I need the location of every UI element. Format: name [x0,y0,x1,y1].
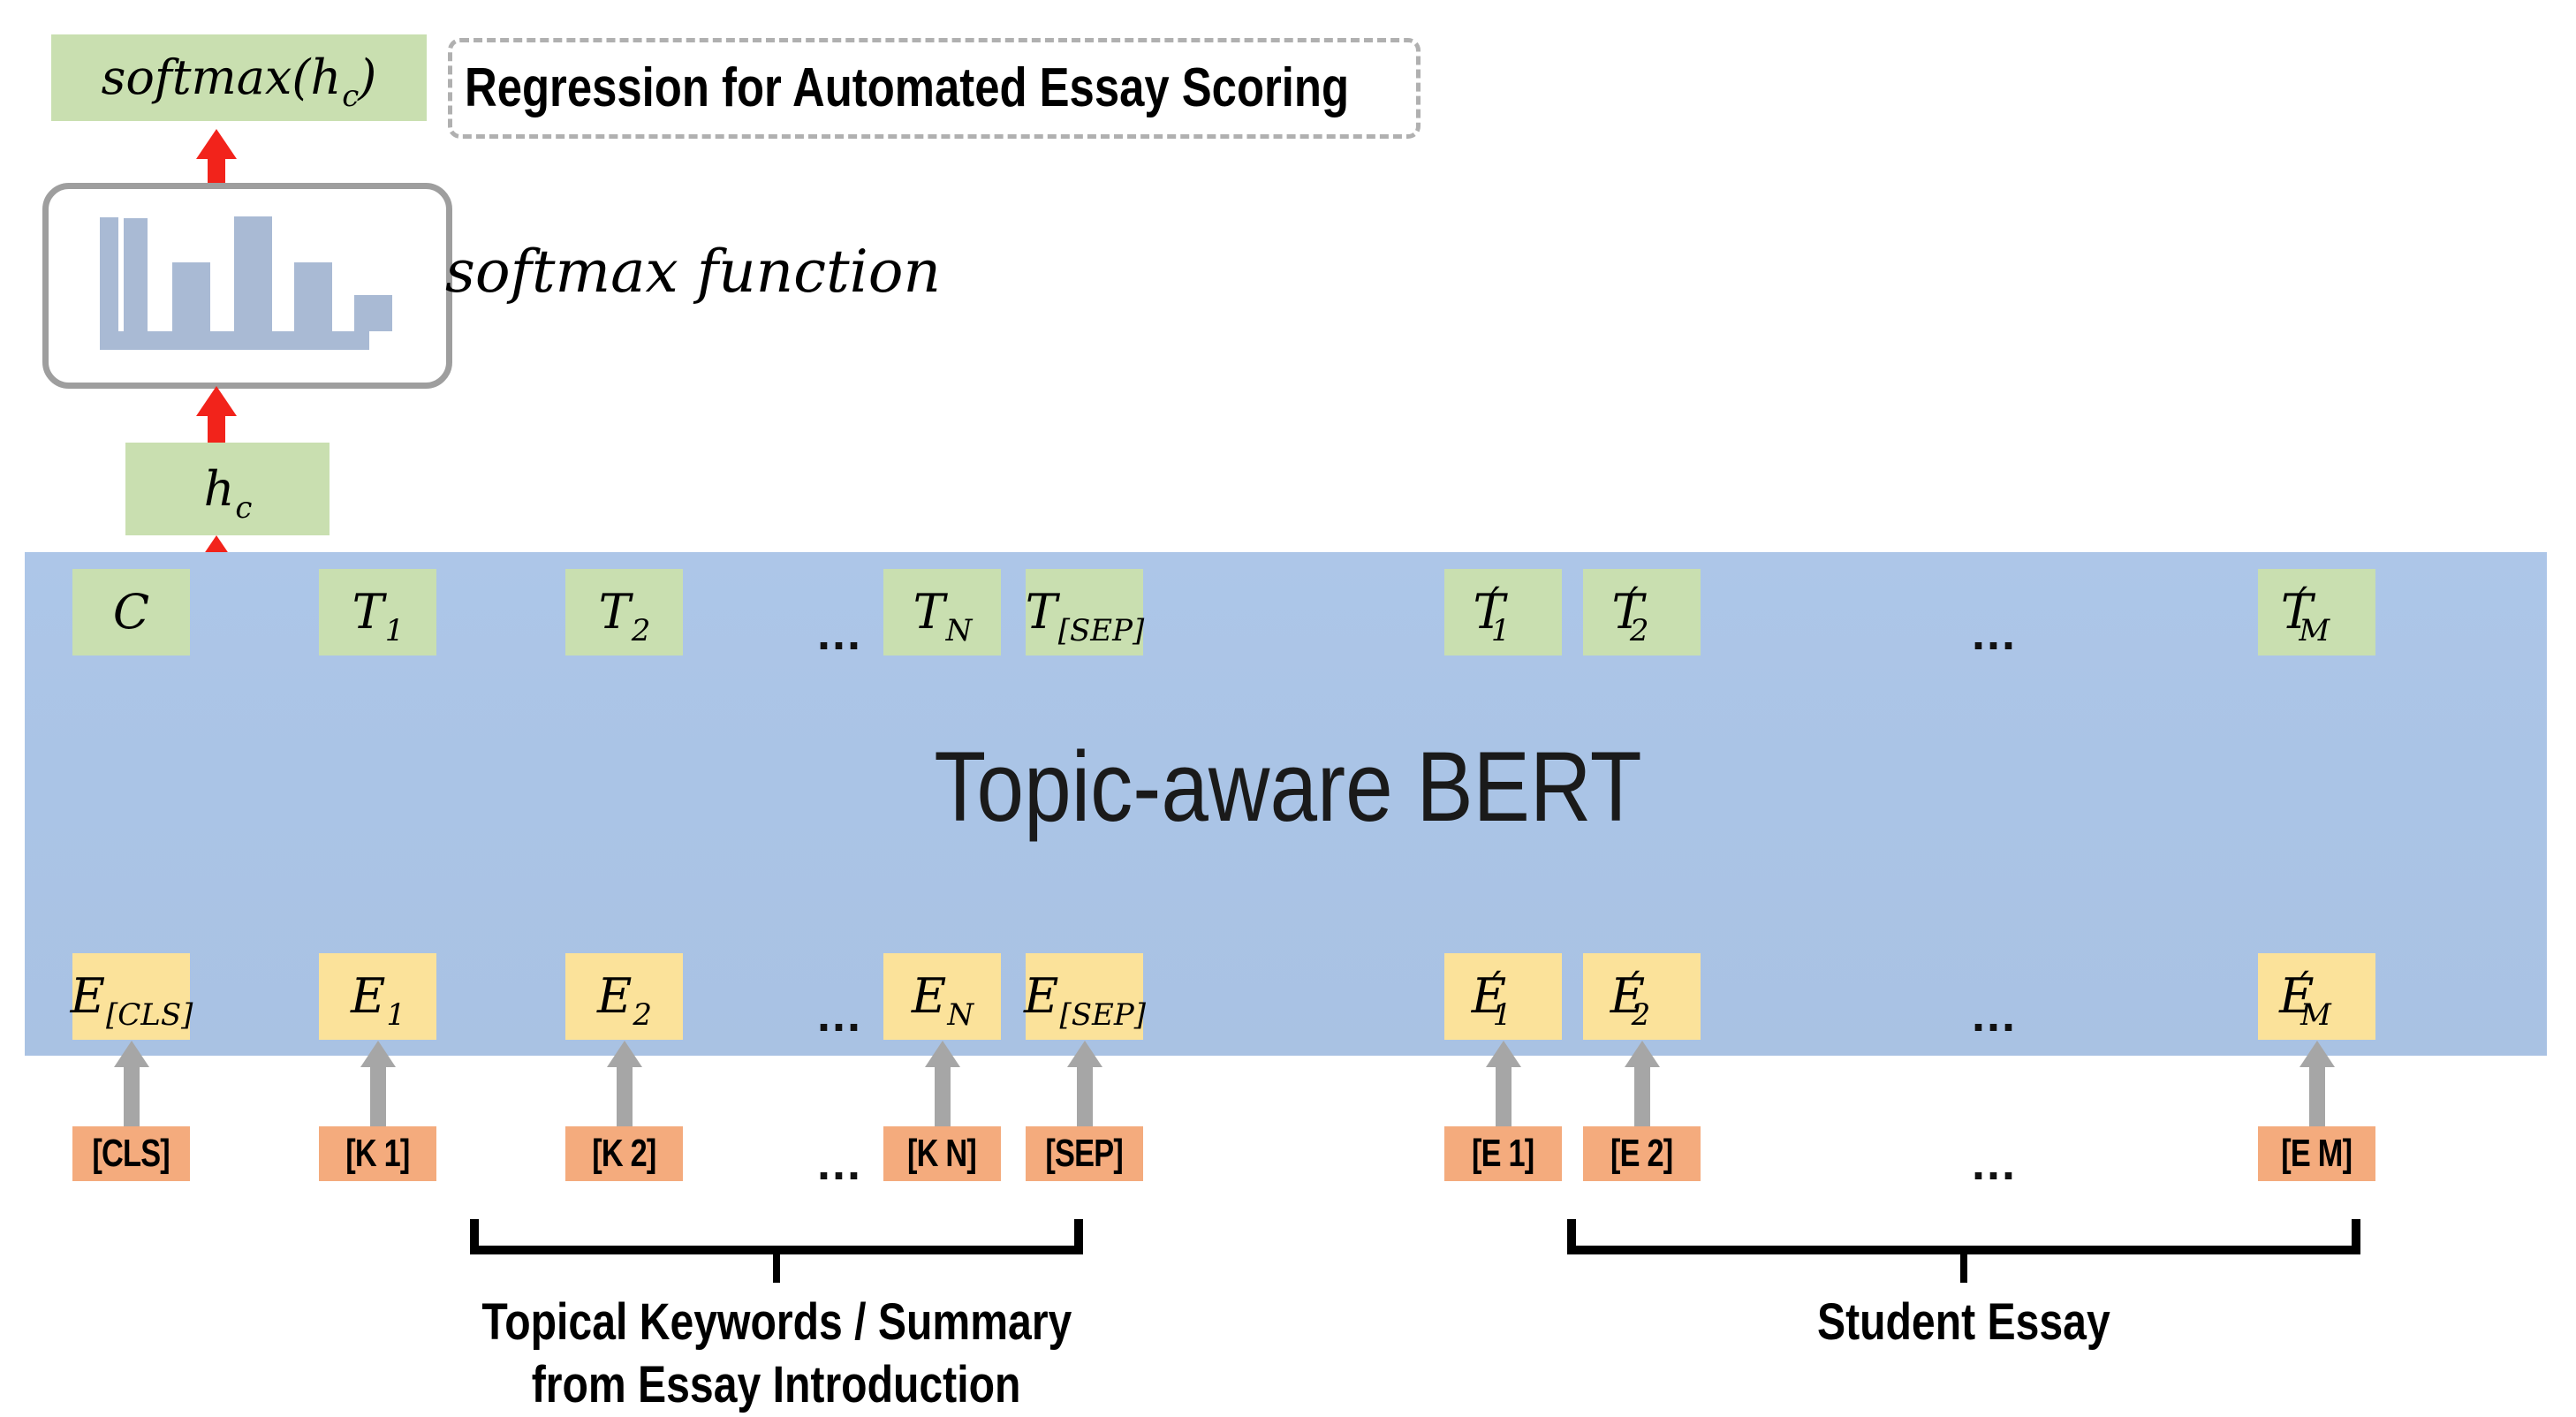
output-token-T1prime[interactable]: T′1 [1444,569,1562,655]
ellipsis-output-essay: ... [1972,607,2018,660]
topic-aware-bert-block[interactable] [25,552,2547,1056]
red-arrow-softmax-to-output [196,129,237,184]
ellipsis-input-keywords: ... [817,1137,863,1190]
topic-aware-bert-label: Topic-aware BERT [934,731,1642,842]
token-label: T′1 [1473,578,1511,648]
input-token-K1[interactable]: [K 1] [319,1126,436,1181]
grey-arrow-K2 [606,1041,642,1127]
softmax-function-card[interactable] [42,183,452,389]
topical-keywords-group-bracket [470,1219,1083,1283]
input-token-K2[interactable]: [K 2] [565,1126,683,1181]
grey-arrow-KN [924,1041,960,1127]
bar-chart-bar-5 [354,295,392,331]
softmax-output-label: softmax(hc) [101,49,377,114]
embedding-token-EN[interactable]: EN [883,953,1001,1040]
output-token-T1[interactable]: T1 [319,569,436,655]
token-label: T′2 [1611,578,1649,648]
ellipsis-embed-essay: ... [1972,989,2018,1042]
input-token-E1[interactable]: [E 1] [1444,1126,1562,1181]
input-token-label: [K 2] [592,1132,656,1175]
input-token-label: [CLS] [92,1132,170,1175]
softmax-function-label: softmax function [445,238,941,306]
token-label: TN [913,584,973,648]
pooled-vector-box[interactable]: hc [125,443,330,535]
bar-chart-bar-1 [124,218,148,331]
input-token-label: [E 2] [1610,1132,1673,1175]
input-token-label: [SEP] [1045,1132,1124,1175]
token-label: C [112,584,150,640]
student-essay-group-bracket [1567,1219,2360,1283]
grey-arrow-K1 [360,1041,396,1127]
input-token-label: [E M] [2281,1132,2353,1175]
embedding-token-ECLS[interactable]: E[CLS] [70,953,193,1040]
regression-callout-label: Regression for Automated Essay Scoring [465,57,1350,118]
bar-chart-bar-3 [234,216,272,331]
embedding-token-EMprime[interactable]: E′M [2258,953,2375,1040]
embedding-token-E1prime[interactable]: E′1 [1444,953,1562,1040]
token-label: T1 [352,584,405,648]
bar-chart-bar-4 [294,262,332,331]
token-label: EN [911,968,974,1033]
input-token-KN[interactable]: [K N] [883,1126,1001,1181]
input-token-EM[interactable]: [E M] [2258,1126,2375,1181]
ellipsis-embed-keywords: ... [817,989,863,1042]
ellipsis-input-essay: ... [1972,1137,2018,1190]
grey-arrow-SEP [1066,1041,1102,1127]
token-label: E′2 [1610,962,1651,1033]
input-token-label: [K 1] [345,1132,410,1175]
ellipsis-output-keywords: ... [817,607,863,660]
bar-chart-axis-vertical [100,217,118,350]
output-token-T2prime[interactable]: T′2 [1583,569,1701,655]
input-token-E2[interactable]: [E 2] [1583,1126,1701,1181]
red-arrow-hc-to-softmax [196,386,237,446]
token-label: E1 [350,968,406,1033]
output-token-T2[interactable]: T2 [565,569,683,655]
bar-chart-axis-horizontal [100,331,369,350]
grey-arrow-E1 [1485,1041,1521,1127]
token-label: T2 [598,584,651,648]
student-essay-group-label: Student Essay [1817,1293,2110,1351]
input-token-label: [K N] [907,1132,977,1175]
embedding-token-ESEP[interactable]: E[SEP] [1024,953,1146,1040]
pooled-vector-label: hc [203,460,253,526]
embedding-token-E2prime[interactable]: E′2 [1583,953,1701,1040]
token-label: T[SEP] [1025,584,1145,648]
embedding-token-E2[interactable]: E2 [565,953,683,1040]
bar-chart-bar-2 [172,262,210,331]
token-label: E[CLS] [70,968,193,1033]
grey-arrow-E2 [1624,1041,1660,1127]
token-label: E′1 [1471,962,1512,1033]
token-label: E′M [2279,962,2331,1033]
output-token-C[interactable]: C [72,569,190,655]
output-token-TN[interactable]: TN [883,569,1001,655]
token-label: E[SEP] [1024,968,1146,1033]
input-token-CLS[interactable]: [CLS] [72,1126,190,1181]
input-token-label: [E 1] [1472,1132,1534,1175]
softmax-output-box[interactable]: softmax(hc) [51,34,427,121]
output-token-TMprime[interactable]: T′M [2258,569,2375,655]
output-token-TSEP[interactable]: T[SEP] [1025,569,1145,655]
input-token-SEP[interactable]: [SEP] [1026,1126,1143,1181]
regression-callout-box: Regression for Automated Essay Scoring [448,38,1421,139]
grey-arrow-EM [2299,1041,2335,1127]
grey-arrow-CLS [113,1041,149,1127]
token-label: E2 [596,968,653,1033]
token-label: T′M [2280,578,2330,648]
embedding-token-E1[interactable]: E1 [319,953,436,1040]
